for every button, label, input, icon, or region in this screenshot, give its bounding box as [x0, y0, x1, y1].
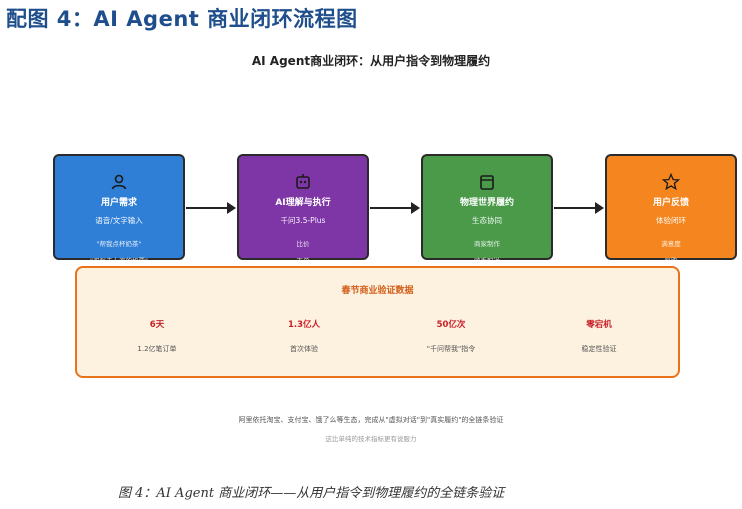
stage-subtitle: 生态协同	[472, 216, 502, 225]
arrow-connector-3	[554, 202, 604, 214]
metric-value: 6天	[149, 320, 165, 330]
metric-value: 零宕机	[586, 320, 612, 330]
user-icon	[55, 172, 183, 192]
ai-icon	[239, 172, 367, 192]
page-heading: 配图 4：AI Agent 商业闭环流程图	[6, 7, 358, 31]
stage-title: 用户需求	[100, 198, 137, 208]
metric-label: 稳定性验证	[581, 345, 617, 353]
stage-note: 复购	[664, 257, 678, 265]
stage-note: "帮我点杯奶茶"	[96, 240, 142, 248]
figure-caption: 图 4：AI Agent 商业闭环——从用户指令到物理履约的全链条验证	[118, 486, 505, 501]
metric-stability: 零宕机 稳定性验证	[534, 318, 664, 354]
stage-note: 比价	[296, 240, 310, 248]
footer-statement: 阿里依托淘宝、支付宝、饿了么等生态，完成从"虚拟对话"到"真实履约"的全链条验证	[238, 416, 504, 424]
evidence-title: 春节商业验证数据	[341, 286, 414, 296]
arrow-connector-2	[370, 202, 420, 214]
arrow-connector-1	[186, 202, 236, 214]
stage-ai-execution: AI理解与执行 千问3.5-Plus 比价 下单	[237, 154, 369, 265]
stage-physical-fulfillment: 物理世界履约 生态协同 商家制作 骑手配送	[421, 154, 553, 265]
metric-orders: 6天 1.2亿笔订单	[92, 318, 222, 354]
evidence-panel: 春节商业验证数据 6天 1.2亿笔订单 1.3亿人 首次体验 50亿次 "千问帮…	[75, 266, 680, 378]
metric-commands: 50亿次 "千问帮我"指令	[386, 318, 516, 354]
stage-title: AI理解与执行	[275, 198, 331, 208]
footer-note: 这比单纯的技术指标更有说服力	[325, 435, 417, 443]
stage-note: "买张去上海的机票"	[90, 257, 148, 265]
metric-value: 1.3亿人	[287, 320, 321, 330]
metric-users: 1.3亿人 首次体验	[239, 318, 369, 354]
metric-label: 首次体验	[290, 345, 318, 353]
stage-user-demand: 用户需求 语音/文字输入 "帮我点杯奶茶" "买张去上海的机票"	[53, 154, 185, 265]
stage-subtitle: 千问3.5-Plus	[280, 216, 326, 225]
metric-label: "千问帮我"指令	[426, 345, 476, 353]
stage-user-feedback: 用户反馈 体验闭环 满意度 复购	[605, 154, 737, 265]
star-icon	[607, 172, 735, 192]
stage-note: 商家制作	[474, 240, 500, 248]
stage-note: 骑手配送	[474, 257, 500, 265]
stage-note: 下单	[296, 257, 310, 265]
stage-note: 满意度	[661, 240, 681, 248]
metric-label: 1.2亿笔订单	[137, 345, 177, 353]
stage-subtitle: 语音/文字输入	[95, 216, 143, 225]
delivery-icon	[423, 172, 551, 192]
stage-title: 用户反馈	[652, 198, 689, 208]
diagram-title: AI Agent商业闭环：从用户指令到物理履约	[251, 54, 491, 68]
stage-title: 物理世界履约	[459, 198, 514, 208]
metric-value: 50亿次	[436, 320, 466, 330]
stage-subtitle: 体验闭环	[656, 216, 686, 225]
